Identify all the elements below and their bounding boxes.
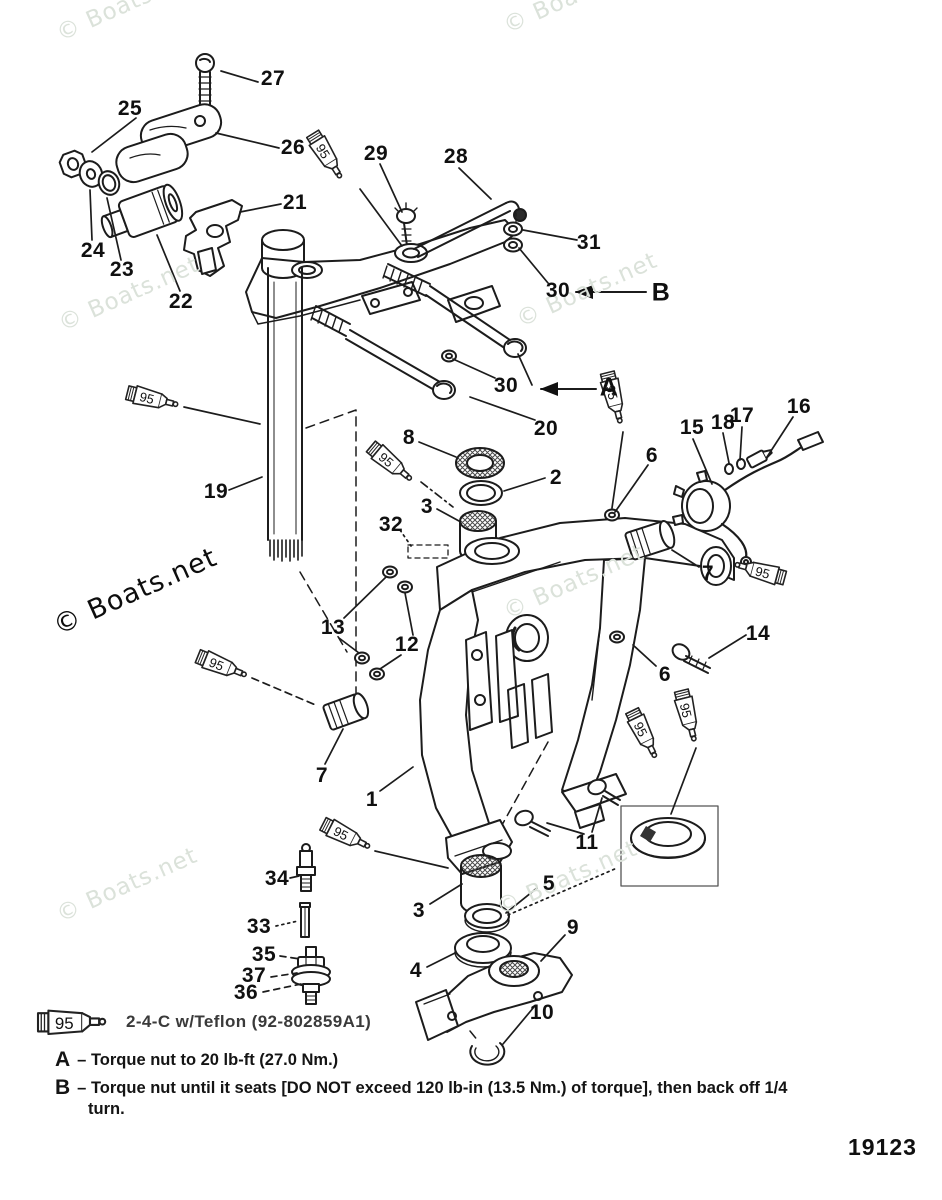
reference-arrows [540, 285, 647, 396]
leader-lines [89, 70, 794, 1045]
part-label-8: 8 [402, 426, 416, 449]
note-b-text: Torque nut until it seats [DO NOT exceed… [90, 1079, 788, 1097]
part-label-21: 21 [282, 191, 308, 214]
part-label-7: 7 [701, 562, 715, 585]
part-label-19: 19 [203, 480, 229, 503]
part-label-13: 13 [320, 616, 346, 639]
clamp-mount-cluster [58, 53, 243, 277]
lube-legend-text: 2-4-C w/Teflon (92-802859A1) [126, 1012, 372, 1031]
note-b-sep: – [77, 1079, 87, 1097]
grease-fitting-parts [291, 843, 331, 1005]
part-label-36: 36 [233, 981, 259, 1004]
note-b-key: B [55, 1076, 71, 1099]
torque-note-a: A– Torque nut to 20 lb-ft (27.0 Nm.) [55, 1048, 338, 1072]
part-label-15: 15 [679, 416, 705, 439]
part-label-7b: 7 [315, 764, 329, 787]
part-label-5: 5 [542, 872, 556, 895]
lower-pivot-stack [415, 778, 621, 1066]
part-label-32: 32 [378, 513, 404, 536]
mount-nuts [322, 565, 413, 731]
part-label-1: 1 [365, 788, 379, 811]
part-label-14: 14 [745, 622, 771, 645]
steering-arm-assembly [245, 200, 527, 562]
part-label-2: 2 [549, 466, 563, 489]
legend-lube-tube [36, 1009, 107, 1036]
part-label-23: 23 [109, 258, 135, 281]
part-label-28: 28 [443, 145, 469, 168]
part-label-34: 34 [264, 867, 290, 890]
part-label-29: 29 [363, 142, 389, 165]
part-label-20: 20 [533, 417, 559, 440]
tilt-tube-parts [604, 431, 824, 674]
arrow-label-b: B [651, 278, 671, 307]
part-label-17: 17 [729, 404, 755, 427]
note-a-text: Torque nut to 20 lb-ft (27.0 Nm.) [90, 1051, 339, 1069]
part-label-3: 3 [420, 495, 434, 518]
part-label-26: 26 [280, 136, 306, 159]
part-label-11: 11 [575, 831, 599, 854]
part-label-6b: 6 [658, 663, 672, 686]
note-a-sep: – [77, 1051, 87, 1069]
diagram-number: 19123 [848, 1134, 917, 1160]
part-label-35: 35 [251, 943, 277, 966]
part-label-3b: 3 [412, 899, 426, 922]
part-label-12: 12 [394, 633, 420, 656]
part-label-30b: 30 [493, 374, 519, 397]
part-label-18: 18 [710, 411, 736, 434]
torque-note-b: B– Torque nut until it seats [DO NOT exc… [55, 1076, 787, 1100]
part-label-31: 31 [576, 231, 602, 254]
part-label-27: 27 [260, 67, 286, 90]
part-label-4: 4 [409, 959, 423, 982]
part-label-25: 25 [117, 97, 143, 120]
anchor-plate [183, 199, 243, 277]
part-label-10: 10 [529, 1001, 555, 1024]
part-label-33: 33 [246, 915, 272, 938]
part-label-6: 6 [645, 444, 659, 467]
part-label-9: 9 [566, 916, 580, 939]
part-label-24: 24 [80, 239, 106, 262]
part-label-16: 16 [786, 395, 812, 418]
upper-bushing-stack [407, 447, 505, 562]
note-a-key: A [55, 1048, 71, 1071]
part-label-22: 22 [168, 290, 194, 313]
part-label-37: 37 [241, 964, 267, 987]
inset-ring-box [620, 805, 719, 887]
arrow-label-a: A [599, 373, 619, 402]
torque-note-b-cont: turn. [88, 1100, 125, 1118]
part-label-30: 30 [545, 279, 571, 302]
